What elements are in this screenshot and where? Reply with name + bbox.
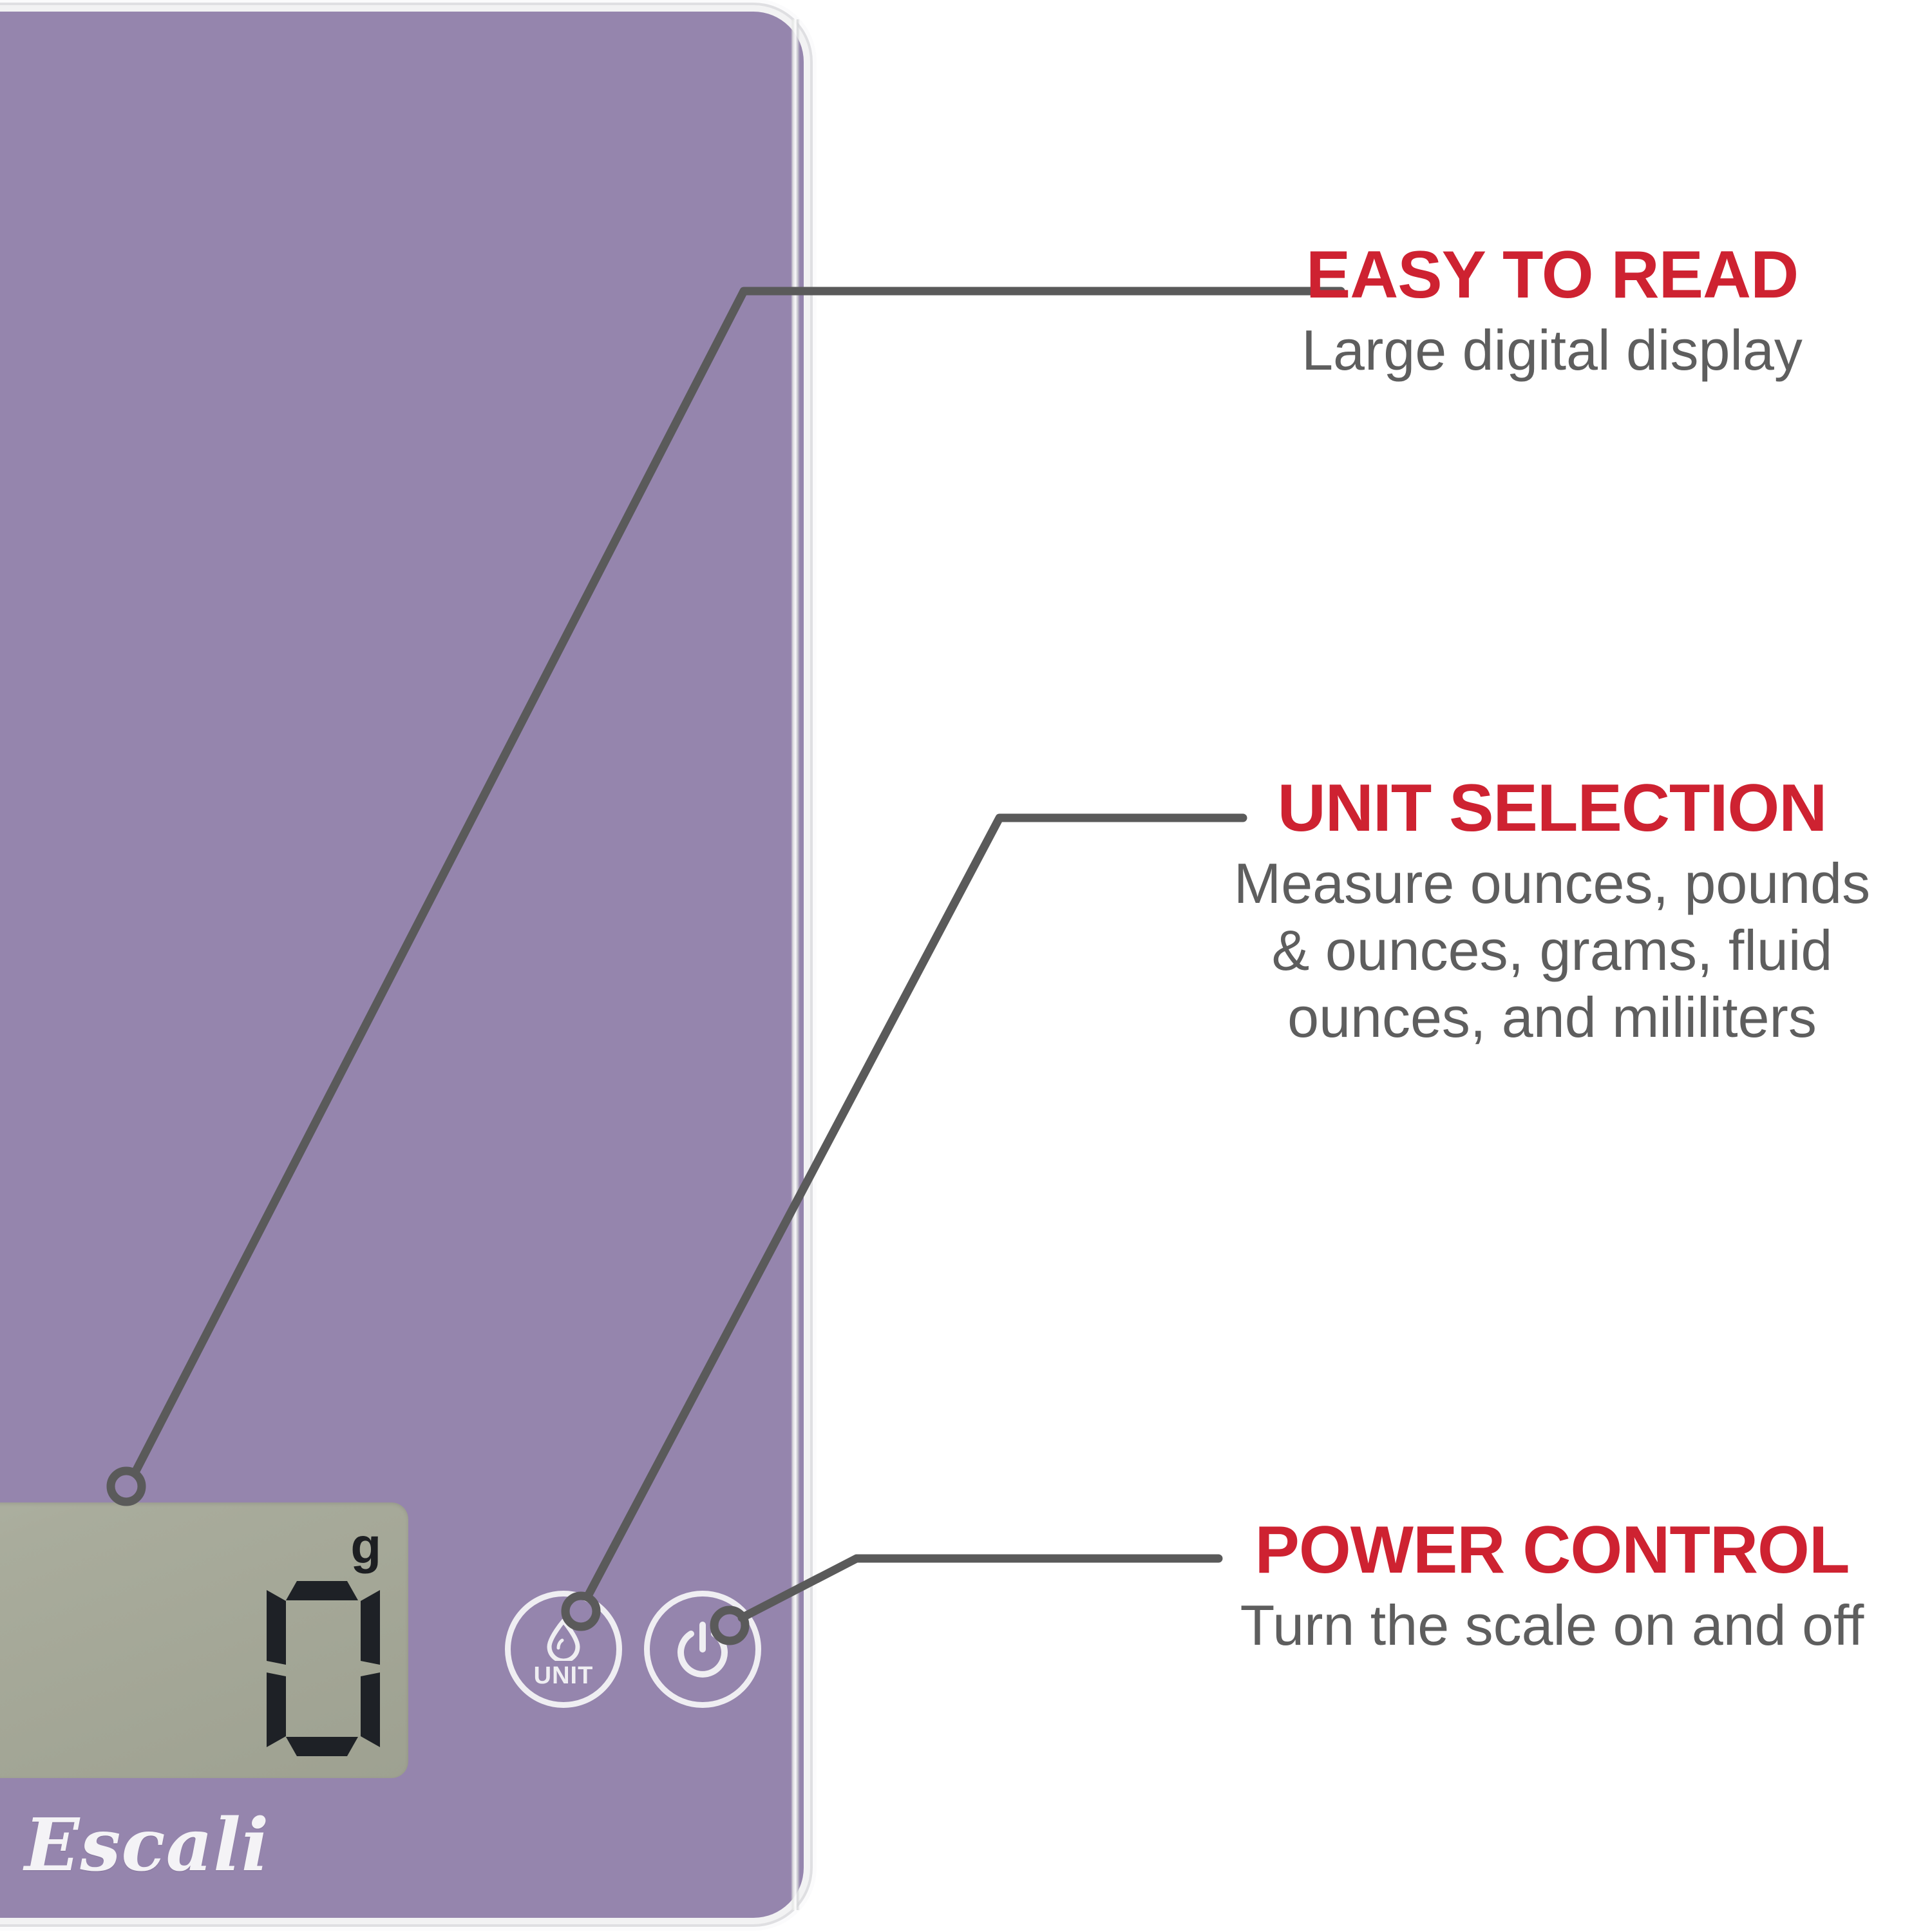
lcd-display: g [0,1502,408,1778]
segment-d [286,1737,358,1756]
callout-body-line: ounces, and mililiters [1287,985,1817,1049]
power-button[interactable] [644,1591,761,1708]
segment-c [361,1672,380,1747]
segment-b [361,1590,380,1665]
callout-unit-selection: UNIT SELECTION Measure ounces, pounds & … [1204,773,1900,1051]
callout-title: POWER CONTROL [1255,1513,1850,1587]
lcd-unit-indicator: g [350,1517,381,1574]
callout-body: Turn the scale on and off [1240,1593,1864,1657]
callout-body-line: Measure ounces, pounds [1233,851,1871,915]
callout-body: Measure ounces, pounds & ounces, grams, … [1204,850,1900,1051]
scale-edge-highlight [791,19,800,1910]
callout-easy-to-read: EASY TO READ Large digital display [1204,240,1900,384]
brand-logo: Escali [24,1803,270,1888]
segment-e [267,1672,286,1747]
callout-body-line: & ounces, grams, fluid [1271,918,1833,982]
lcd-digit-zero [267,1581,383,1756]
water-drop-icon [545,1618,582,1661]
callout-title: UNIT SELECTION [1277,771,1828,846]
unit-button-label: UNIT [533,1662,594,1689]
callout-title: EASY TO READ [1305,238,1799,312]
power-icon [673,1620,732,1679]
unit-button[interactable]: UNIT [505,1591,622,1708]
callout-power-control: POWER CONTROL Turn the scale on and off [1204,1515,1900,1659]
segment-a [286,1581,358,1600]
callout-body: Large digital display [1302,318,1803,382]
segment-f [267,1590,286,1665]
